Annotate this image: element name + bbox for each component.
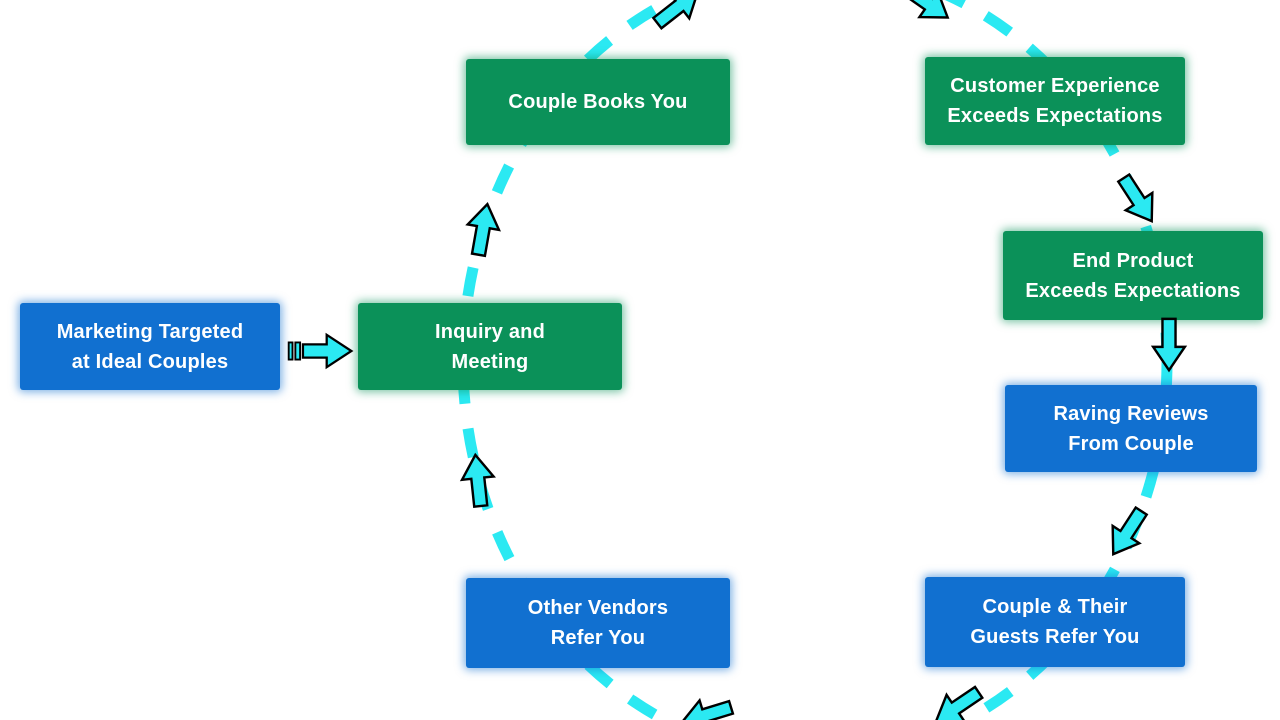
node-end-product-label: End Product [1072,249,1194,272]
block-arrow-down-right-icon [1116,172,1154,223]
node-end-product: End Product Exceeds Expectations [1003,231,1263,320]
block-arrow-down-right-icon [900,0,950,19]
striped-right-arrow-icon [287,332,354,370]
node-raving-reviews: Raving Reviews From Couple [1005,385,1257,472]
node-couple-books: Couple Books You [466,59,730,145]
node-couple-guests-refer-label2: Guests Refer You [970,626,1140,648]
node-inquiry-label: Inquiry and [435,320,545,343]
block-arrow-up-icon [459,452,496,509]
node-couple-guests-refer-label: Couple & Their [982,596,1128,618]
block-arrow-left-icon [679,697,735,720]
node-customer-experience-label: Customer Experience [950,75,1160,97]
node-couple-books-label: Couple Books You [508,91,688,113]
node-customer-experience: Customer Experience Exceeds Expectations [925,57,1185,145]
block-arrow-down-left-icon [934,685,985,720]
node-other-vendors-refer: Other Vendors Refer You [466,578,730,668]
node-customer-experience-label2: Exceeds Expectations [947,105,1163,127]
node-other-vendors-refer-label2: Refer You [550,627,646,649]
node-raving-reviews-label: Raving Reviews [1053,402,1209,425]
node-inquiry-label2: Meeting [451,350,529,373]
node-other-vendors-refer-label: Other Vendors [527,597,669,619]
node-end-product-label2: Exceeds Expectations [1025,279,1241,302]
block-arrow-down-icon [1150,317,1188,373]
block-arrow-up-icon [465,202,501,258]
node-inquiry: Inquiry and Meeting [358,303,622,390]
block-arrow-up-right-icon [651,0,700,30]
node-marketing: Marketing Targeted at Ideal Couples [20,303,280,390]
node-couple-guests-refer: Couple & Their Guests Refer You [925,577,1185,667]
block-arrow-down-left-icon [1111,505,1149,556]
node-marketing-label: Marketing Targeted [56,320,244,343]
node-raving-reviews-label2: From Couple [1068,432,1194,455]
node-marketing-label2: at Ideal Couples [71,350,229,373]
